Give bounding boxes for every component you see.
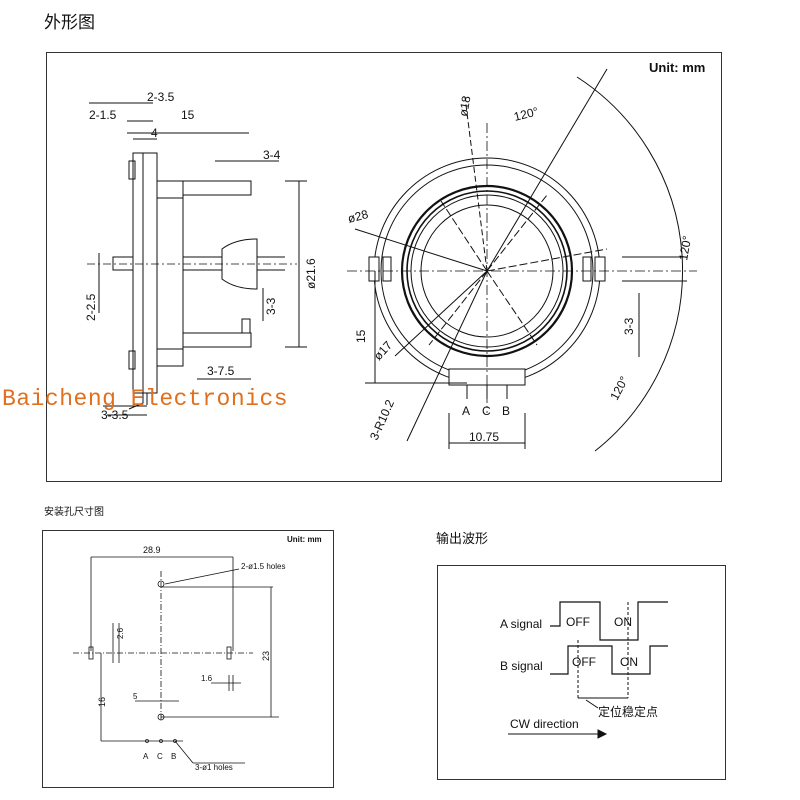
dim-23: 23	[261, 651, 271, 661]
outline-drawing: Unit: mm	[84, 60, 705, 452]
dim-phi28: ø28	[346, 207, 370, 226]
mount-unit-label: Unit: mm	[287, 535, 322, 544]
outline-title: 外形图	[44, 13, 95, 33]
mount-pin-b: B	[171, 752, 176, 761]
dim-2-6: 2.6	[116, 627, 125, 639]
angle-top: 120°	[512, 104, 540, 124]
pin-label-b: B	[502, 404, 510, 418]
main-unit-label: Unit: mm	[649, 60, 705, 75]
b-off-label: OFF	[572, 655, 596, 669]
dim-phi18: ø18	[456, 94, 473, 117]
pin-label-c: C	[482, 404, 491, 418]
dim-10-75: 10.75	[469, 430, 499, 444]
dim-3-7-5: 3-7.5	[207, 364, 235, 378]
dim-15-top: 15	[181, 108, 195, 122]
angle-right: 120°	[676, 234, 694, 261]
dim-3-4: 3-4	[263, 148, 281, 162]
waveform-drawing: A signal B signal OFF ON OFF ON 定位稳定点 CW…	[500, 601, 668, 739]
mount-pin-c: C	[157, 752, 163, 761]
angle-bottom: 120°	[607, 374, 631, 403]
dim-3-3-5: 3-3.5	[101, 408, 129, 422]
dim-16: 16	[97, 697, 107, 707]
mounting-drawing-panel: Unit: mm	[42, 530, 334, 788]
mount-pin-a: A	[143, 752, 149, 761]
holes-1-label: 3-ø1 holes	[195, 763, 233, 772]
dim-15-front: 15	[354, 329, 368, 343]
waveform-title: 输出波形	[436, 532, 489, 547]
outline-drawing-panel: Unit: mm	[46, 52, 722, 482]
dim-3-r10-2: 3-R10.2	[367, 397, 397, 442]
detent-label: 定位稳定点	[598, 704, 658, 719]
dim-4: 4	[151, 126, 158, 140]
dim-3-3-side: 3-3	[264, 297, 278, 315]
watermark-text: Baicheng Electronics	[2, 386, 289, 412]
mounting-drawing: Unit: mm	[73, 535, 322, 772]
a-on-label: ON	[614, 615, 632, 629]
holes-1-5-label: 2-ø1.5 holes	[241, 562, 285, 571]
dim-3-3-front: 3-3	[622, 317, 636, 335]
dim-2-3-5: 2-3.5	[147, 90, 175, 104]
dim-2-2-5: 2-2.5	[84, 293, 98, 321]
dim-2-1-5: 2-1.5	[89, 108, 117, 122]
dim-5: 5	[133, 692, 138, 701]
a-off-label: OFF	[566, 615, 590, 629]
dim-phi17: ø17	[371, 338, 395, 363]
b-on-label: ON	[620, 655, 638, 669]
mounting-title: 安装孔尺寸图	[44, 507, 104, 518]
side-view	[87, 102, 307, 416]
waveform-panel: A signal B signal OFF ON OFF ON 定位稳定点 CW…	[437, 565, 726, 780]
pin-label-a: A	[462, 404, 470, 418]
cw-direction-label: CW direction	[510, 717, 579, 731]
dim-phi21-6: ø21.6	[304, 258, 318, 289]
b-signal-label: B signal	[500, 659, 543, 673]
a-signal-label: A signal	[500, 617, 542, 631]
dim-1-6: 1.6	[201, 674, 213, 683]
front-view	[347, 68, 697, 452]
dim-28-9: 28.9	[143, 545, 161, 555]
